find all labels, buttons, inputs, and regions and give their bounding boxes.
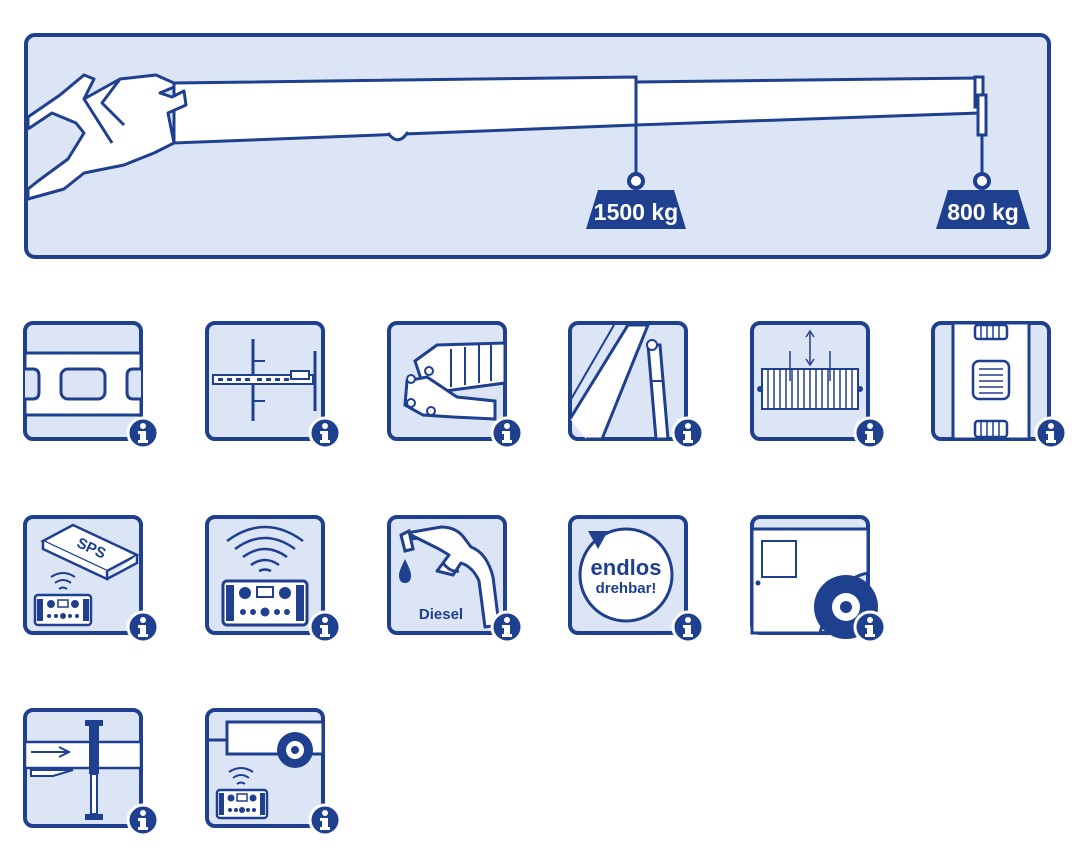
endless-rotation-icon: endlos drehbar! (568, 515, 688, 635)
info-icon[interactable] (853, 610, 887, 644)
info-icon[interactable] (853, 416, 887, 450)
load-label-1500: 1500 kg (594, 199, 678, 225)
feature-tile-cylinder[interactable] (568, 321, 713, 451)
trailer-remote-icon (205, 708, 325, 828)
profile-slots-icon (23, 321, 143, 441)
weight-1500: 1500 kg (586, 172, 686, 229)
feature-tile-frame[interactable] (750, 321, 895, 451)
vehicle-wheel-icon (750, 515, 878, 639)
feature-tile-slidepads[interactable] (931, 321, 1076, 451)
lifting-frame-icon (750, 321, 870, 441)
feature-tile-support[interactable] (23, 708, 168, 838)
info-icon[interactable] (126, 803, 160, 837)
feature-tile-rotation[interactable]: endlos drehbar! (568, 515, 713, 645)
feature-tile-radio[interactable] (205, 515, 350, 645)
knuckle-boom-icon (387, 321, 507, 441)
info-icon[interactable] (308, 416, 342, 450)
info-icon[interactable] (490, 416, 524, 450)
hydraulic-cylinder-icon (568, 321, 688, 441)
diesel-label: Diesel (419, 606, 463, 623)
info-icon[interactable] (308, 803, 342, 837)
info-icon[interactable] (308, 610, 342, 644)
diesel-nozzle-icon: Diesel (387, 515, 507, 635)
info-icon[interactable] (126, 610, 160, 644)
weight-800: 800 kg (936, 172, 1030, 229)
feature-tile-telescope[interactable] (205, 321, 350, 451)
info-icon[interactable] (490, 610, 524, 644)
feature-tile-knuckle[interactable] (387, 321, 532, 451)
slide-pads-icon (931, 321, 1051, 441)
hand-icon (26, 73, 188, 201)
feature-tile-profile[interactable] (23, 321, 168, 451)
load-label-800: 800 kg (947, 199, 1019, 225)
telescope-extension-icon (205, 321, 325, 441)
support-leg-icon (23, 708, 143, 828)
info-icon[interactable] (671, 610, 705, 644)
info-icon[interactable] (126, 416, 160, 450)
info-icon[interactable] (1034, 416, 1068, 450)
feature-tile-plc[interactable]: SPS (23, 515, 168, 645)
plc-remote-control-icon: SPS (23, 515, 143, 635)
crane-boom-illustration: 1500 kg 800 kg (24, 33, 1051, 259)
info-icon[interactable] (671, 416, 705, 450)
feature-tile-diesel[interactable]: Diesel (387, 515, 532, 645)
feature-tile-vehicle[interactable] (750, 515, 895, 645)
feature-tile-trailer[interactable] (205, 708, 350, 838)
rotation-label-2: drehbar! (596, 580, 657, 597)
rotation-label-1: endlos (591, 555, 662, 580)
radio-remote-control-icon (205, 515, 325, 635)
